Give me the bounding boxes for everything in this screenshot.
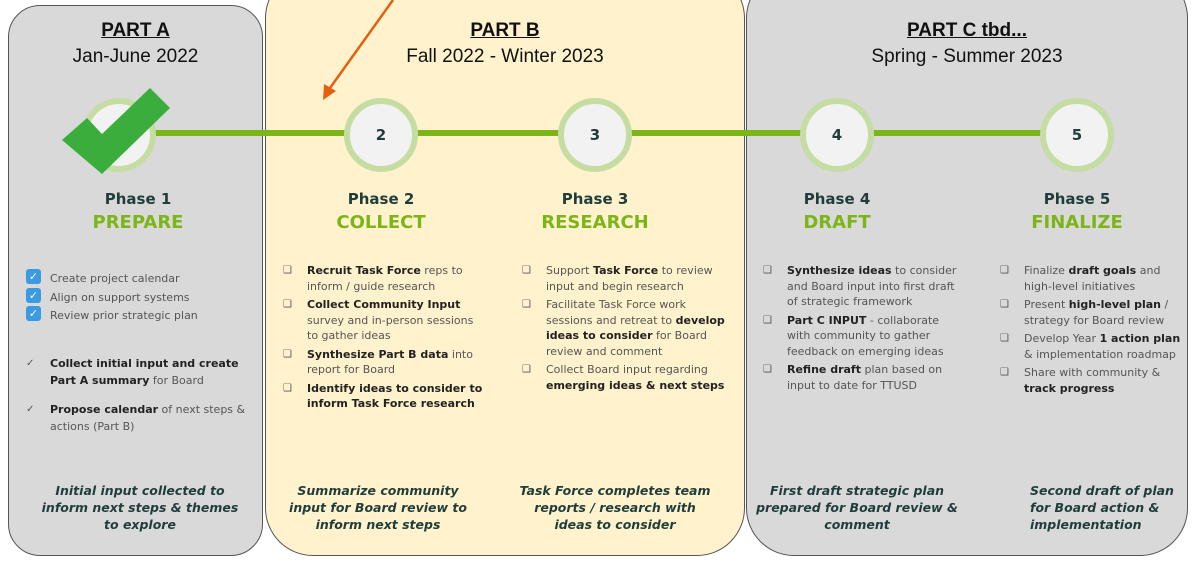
list-item: ✓Collect initial input and create Part A… — [26, 357, 239, 387]
checkbox-icon: ✓ — [26, 306, 41, 321]
list-item: ❑Synthesize ideas to consider and Board … — [763, 264, 957, 308]
phase-5-label: Phase 5 — [1043, 190, 1111, 208]
part-b-subtitle: Fall 2022 - Winter 2023 — [406, 46, 604, 67]
list-item: ❑Facilitate Task Force work sessions and… — [522, 298, 725, 358]
list-item: ✓Review prior strategic plan — [26, 306, 258, 324]
phase-3-name: RESEARCH — [541, 212, 649, 233]
checkbox-icon: ✓ — [26, 269, 41, 284]
phase-4-list: ❑Synthesize ideas to consider and Board … — [763, 263, 963, 396]
phase-2-summary: Summarize community input for Board revi… — [289, 483, 467, 532]
phase-5-summary: Second draft of plan for Board action & … — [1030, 483, 1174, 532]
part-c-panel — [746, 0, 1188, 556]
phase-4-summary: First draft strategic plan prepared for … — [756, 483, 958, 532]
list-item: ❑Identify ideas to consider to inform Ta… — [283, 381, 483, 411]
list-item: ❑Support Task Force to review input and … — [522, 264, 713, 293]
phase-3-list: ❑Support Task Force to review input and … — [522, 263, 734, 396]
part-c-subtitle: Spring - Summer 2023 — [871, 46, 1063, 67]
list-item: ❑Collect Community Input survey and in-p… — [283, 298, 474, 342]
phase-2-name: COLLECT — [336, 212, 426, 233]
list-item: ❑Develop Year 1 action plan & implementa… — [1000, 332, 1181, 361]
phase-4-circle: 4 — [800, 98, 874, 172]
phase-1-summary: Initial input collected to inform next s… — [41, 483, 239, 532]
list-item: ✓Create project calendar — [26, 269, 258, 287]
checkbox-bullet-icon: ❑ — [283, 348, 292, 360]
list-item: ❑Recruit Task Force reps to inform / gui… — [283, 264, 463, 293]
list-item: ✓Align on support systems — [26, 287, 258, 306]
checkbox-bullet-icon: ❑ — [763, 314, 772, 326]
tick-icon: ✓ — [26, 358, 35, 369]
checkbox-bullet-icon: ❑ — [522, 299, 531, 310]
tick-icon: ✓ — [26, 404, 35, 415]
checkbox-bullet-icon: ❑ — [763, 265, 772, 276]
phase-1-ticklist: ✓Collect initial input and create Part A… — [26, 355, 258, 438]
list-item: ✓Propose calendar of next steps & action… — [26, 403, 246, 433]
checkbox-bullet-icon: ❑ — [283, 265, 292, 276]
list-item: ❑Synthesize Part B data into report for … — [283, 347, 473, 377]
part-a-title: PART A — [101, 20, 170, 41]
phase-4-label: Phase 4 — [803, 190, 871, 208]
list-item: ❑Present high-level plan / strategy for … — [1000, 298, 1169, 327]
list-item: ❑Share with community & track progress — [1000, 366, 1161, 395]
list-item: ❑Part C INPUT - collaborate with communi… — [763, 313, 944, 358]
checkbox-bullet-icon: ❑ — [1000, 333, 1009, 344]
part-b-panel — [265, 0, 745, 556]
checkbox-icon: ✓ — [26, 287, 41, 303]
part-c-title: PART C tbd... — [907, 20, 1027, 41]
part-a-panel — [8, 5, 263, 556]
phase-3-label: Phase 3 — [561, 190, 629, 208]
part-b-title: PART B — [470, 20, 540, 41]
list-item: ❑Finalize draft goals and high-level ini… — [1000, 264, 1161, 293]
part-a-subtitle: Jan-June 2022 — [72, 46, 199, 67]
list-item: ❑Refine draft plan based on input to dat… — [763, 363, 943, 392]
checkbox-bullet-icon: ❑ — [283, 299, 292, 310]
checkbox-bullet-icon: ❑ — [763, 364, 772, 375]
phase-1-name: PREPARE — [92, 212, 184, 233]
list-item: ❑Collect Board input regarding emerging … — [522, 363, 725, 392]
phase-1-label: Phase 1 — [104, 190, 172, 208]
checkbox-bullet-icon: ❑ — [522, 364, 531, 375]
checkbox-bullet-icon: ❑ — [283, 382, 292, 394]
phase-1-checklist: ✓Create project calendar ✓Align on suppo… — [26, 269, 258, 327]
phase-3-circle: 3 — [558, 98, 632, 172]
checkbox-bullet-icon: ❑ — [522, 265, 531, 276]
phase-5-list: ❑Finalize draft goals and high-level ini… — [1000, 263, 1190, 399]
checkmark-icon — [62, 88, 170, 174]
phase-2-label: Phase 2 — [347, 190, 415, 208]
checkbox-bullet-icon: ❑ — [1000, 367, 1009, 378]
phase-2-circle: 2 — [344, 98, 418, 172]
checkbox-bullet-icon: ❑ — [1000, 299, 1009, 310]
phase-2-list: ❑Recruit Task Force reps to inform / gui… — [283, 263, 483, 415]
phase-3-summary: Task Force completes team reports / rese… — [519, 483, 711, 532]
phase-5-circle: 5 — [1040, 98, 1114, 172]
phase-4-name: DRAFT — [803, 212, 871, 233]
phase-5-name: FINALIZE — [1031, 212, 1123, 233]
checkbox-bullet-icon: ❑ — [1000, 265, 1009, 276]
